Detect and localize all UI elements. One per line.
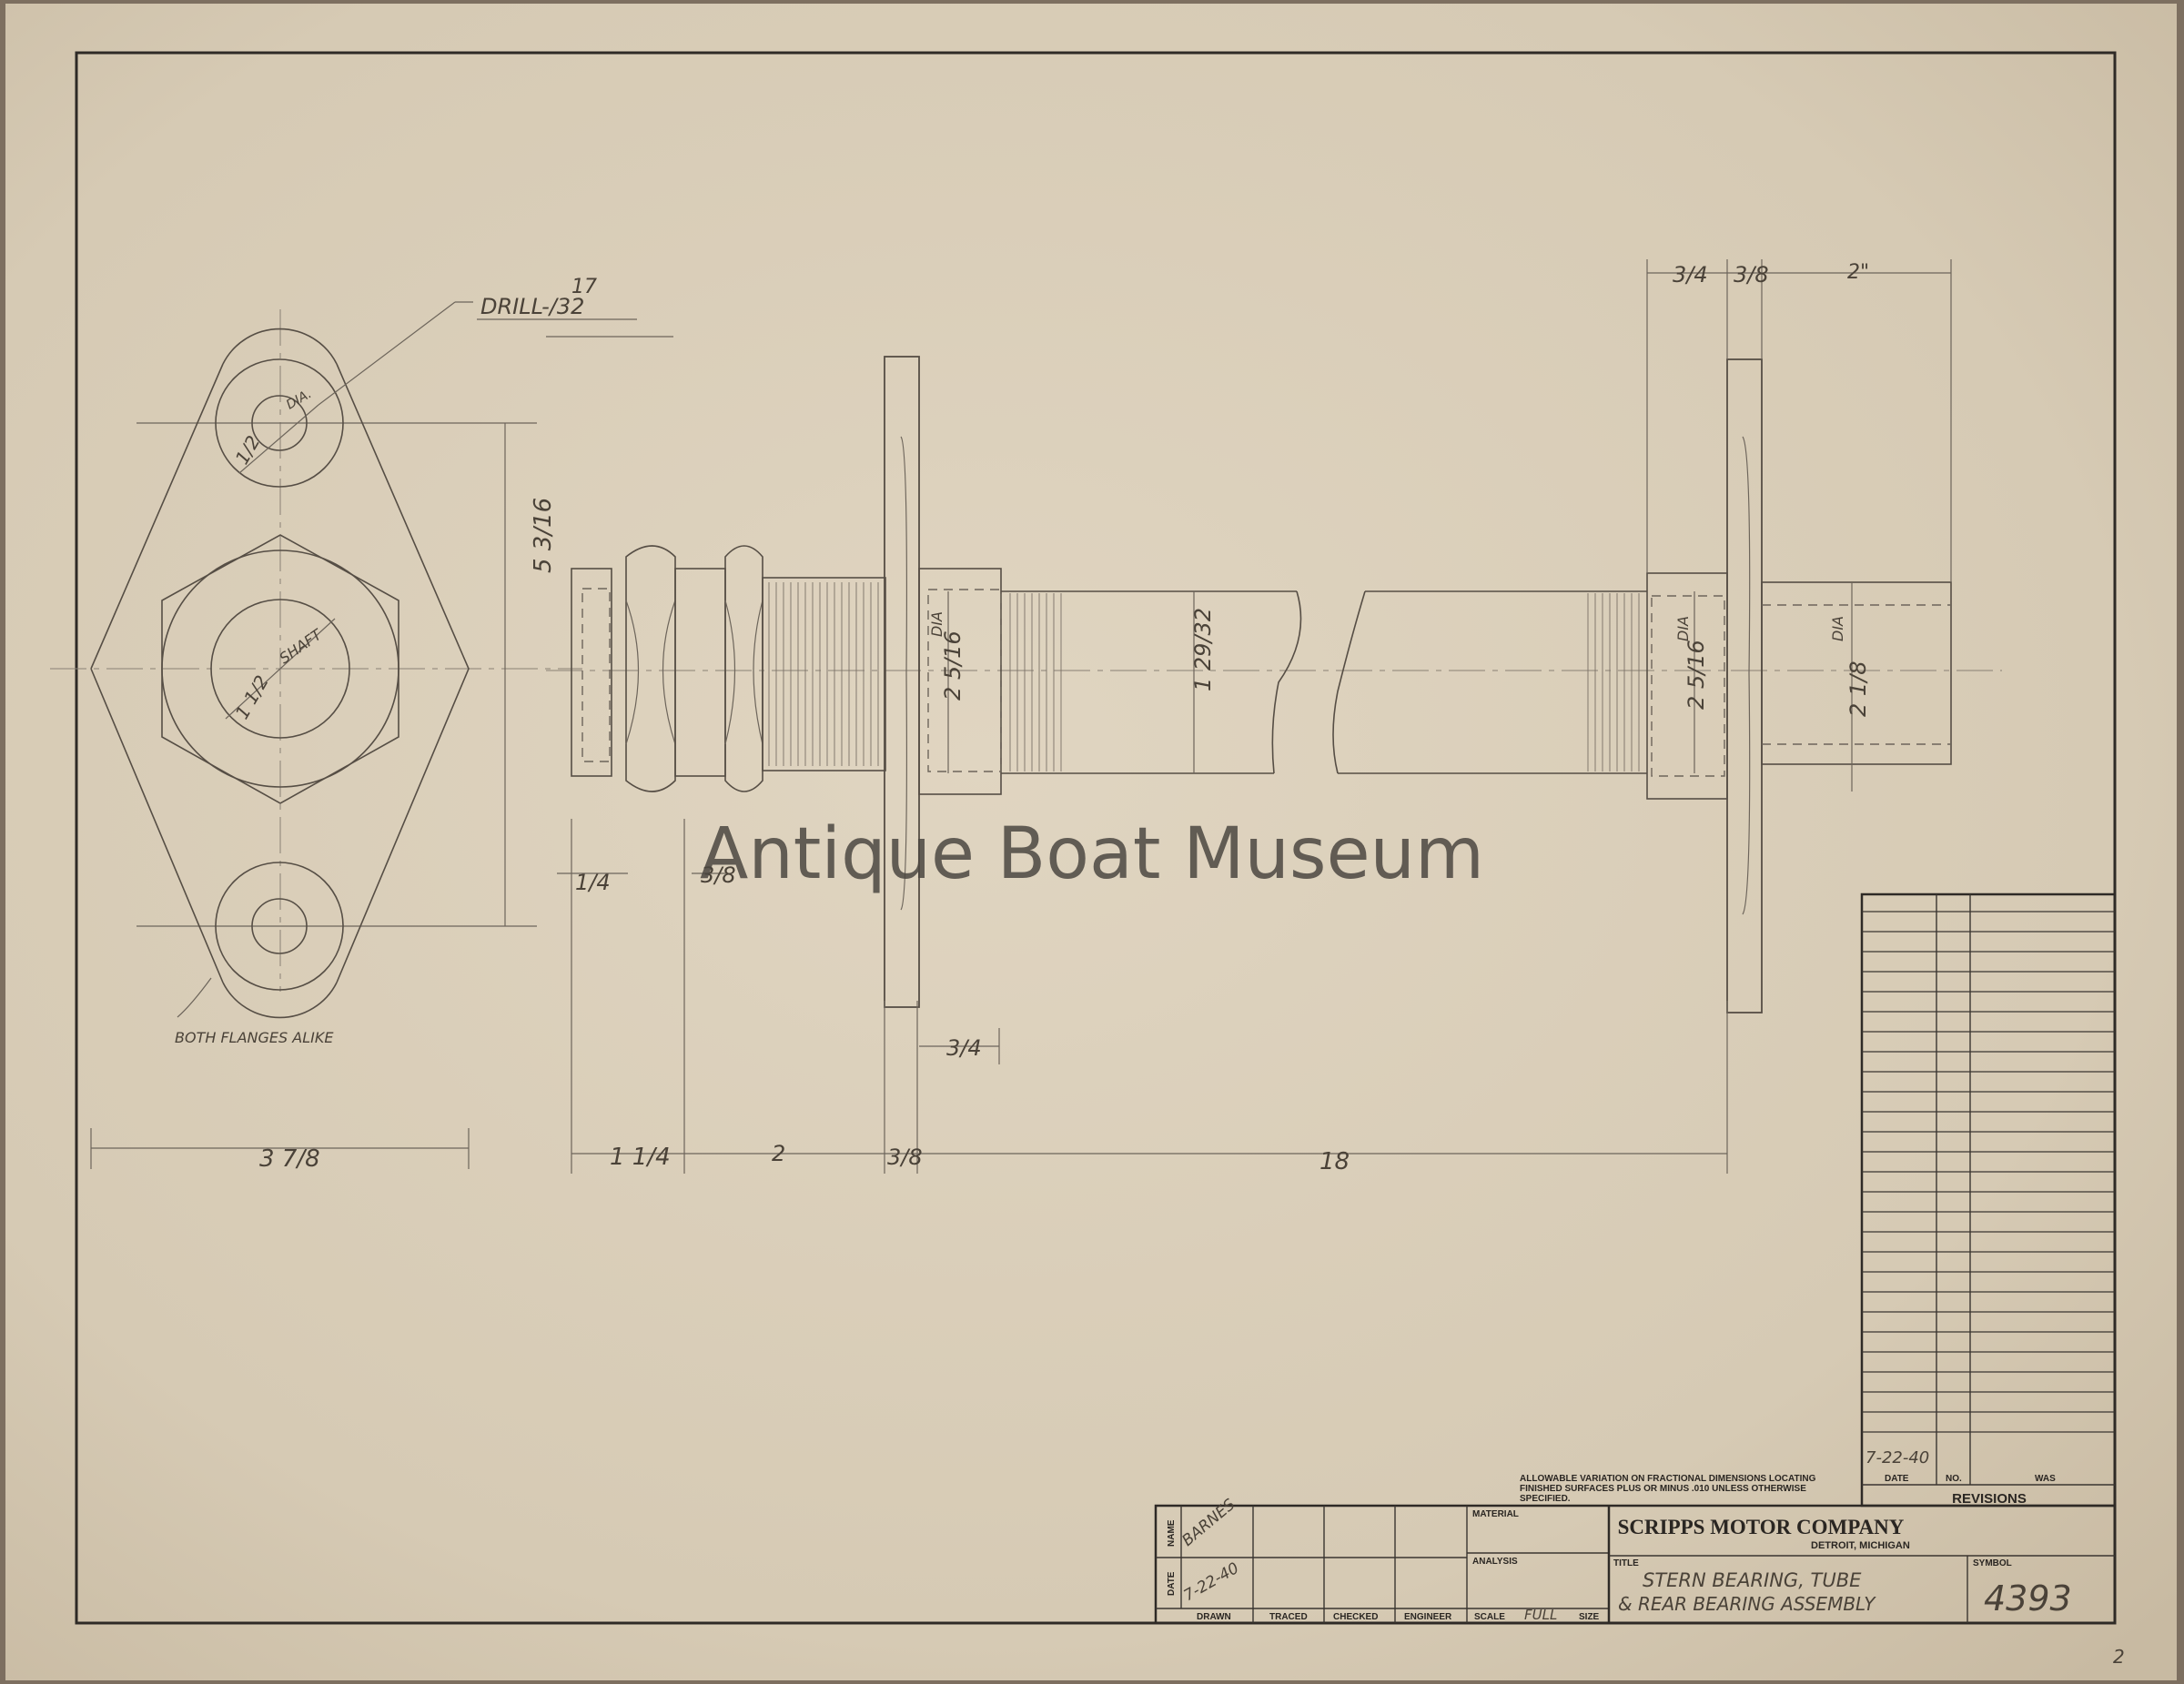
name-label: NAME <box>1167 1519 1177 1547</box>
nut-dim-2: 3/8 <box>701 862 736 888</box>
length-b: 2 <box>772 1141 785 1166</box>
title-line-2: & REAR BEARING ASSEMBLY <box>1618 1593 1876 1615</box>
length-a: 1 1/4 <box>610 1144 671 1171</box>
length-c: 3/8 <box>887 1145 923 1170</box>
tube-dia4-label: DIA <box>1829 616 1846 641</box>
drill-number: 17 <box>571 276 597 298</box>
size-label: SIZE <box>1579 1612 1600 1622</box>
title-line-1: STERN BEARING, TUBE <box>1643 1569 1862 1591</box>
tube-dia3-label: DIA <box>1674 616 1692 641</box>
engineer-label: ENGINEER <box>1404 1612 1452 1622</box>
variation-note: ALLOWABLE VARIATION ON FRACTIONAL DIMENS… <box>1520 1474 1816 1504</box>
watermark: Antique Boat Museum <box>700 813 1484 895</box>
tube-dia4: 2 1/8 <box>1845 660 1871 717</box>
variation-note-text: ALLOWABLE VARIATION ON FRACTIONAL DIMENS… <box>1520 1474 1816 1504</box>
scale-value: FULL <box>1524 1607 1557 1623</box>
flange-height: 5 3/16 <box>530 498 557 573</box>
top-dim-c: 2" <box>1847 261 1869 284</box>
title-block: NAME DATE BARNES 7-22-40 DRAWN TRACED CH… <box>1154 1496 2117 1625</box>
side-view-assembly: DIA 2 5/16 1 29/32 DIA 2 5/16 DIA 2 1/8 … <box>546 259 2002 1175</box>
rev-col-date: DATE <box>1885 1474 1909 1484</box>
length-d: 18 <box>1320 1148 1350 1175</box>
checked-label: CHECKED <box>1333 1612 1378 1622</box>
corner-mark: 2 <box>2113 1646 2125 1668</box>
paper <box>5 4 2177 1680</box>
top-dim-a: 3/4 <box>1673 262 1708 287</box>
date-label: DATE <box>1167 1571 1177 1596</box>
revisions-table: 7-22-40 DATE NO. WAS REVISIONS <box>1860 892 2117 1508</box>
flange-boss-dim: 3/4 <box>946 1035 982 1061</box>
analysis-label: ANALYSIS <box>1472 1557 1518 1567</box>
rev-col-was: WAS <box>2035 1474 2056 1484</box>
flange-note: BOTH FLANGES ALIKE <box>175 1029 334 1046</box>
traced-label: TRACED <box>1269 1612 1308 1622</box>
drawing-border <box>75 51 2117 1625</box>
company-location: DETROIT, MICHIGAN <box>1811 1540 1910 1551</box>
symbol-label: SYMBOL <box>1973 1558 2012 1568</box>
tube-dia2: 1 29/32 <box>1190 608 1216 691</box>
drawn-label: DRAWN <box>1197 1612 1231 1622</box>
title-label: TITLE <box>1613 1558 1639 1568</box>
symbol-value: 4393 <box>1984 1578 2072 1618</box>
company-name: SCRIPPS MOTOR COMPANY <box>1618 1516 1905 1538</box>
drill-label: DRILL-/32 <box>480 294 584 319</box>
top-dim-b: 3/8 <box>1734 262 1769 287</box>
revisions-title: REVISIONS <box>1952 1491 2027 1507</box>
tube-dia1-label: DIA <box>928 611 945 637</box>
rev-col-no: NO. <box>1946 1474 1962 1484</box>
nut-dim-1: 1/4 <box>575 870 611 895</box>
material-label: MATERIAL <box>1472 1509 1519 1519</box>
scale-label: SCALE <box>1474 1612 1505 1622</box>
flange-width: 3 7/8 <box>259 1145 320 1173</box>
revision-entry-date: 7-22-40 <box>1866 1448 1929 1467</box>
tube-dia3: 2 5/16 <box>1684 640 1709 710</box>
tube-dia1: 2 5/16 <box>940 630 966 701</box>
